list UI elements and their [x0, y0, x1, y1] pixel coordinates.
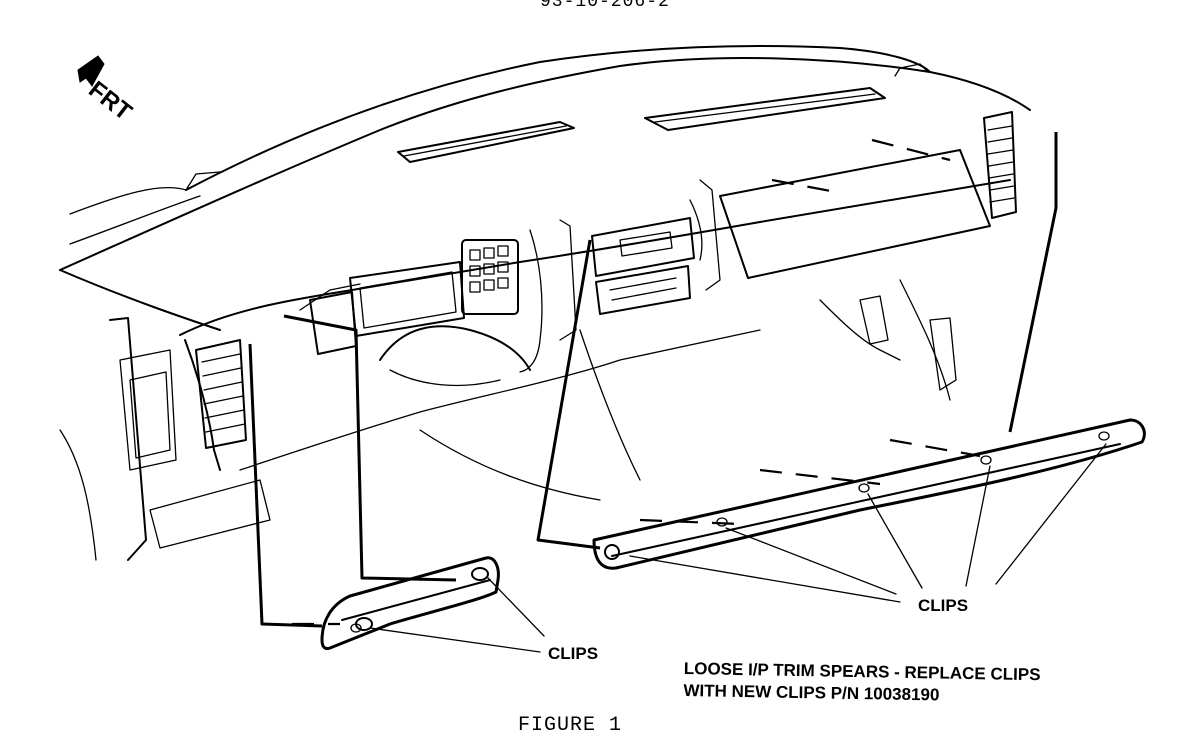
front-arrow-icon — [77, 55, 105, 87]
document-number: 93-10-206-2 — [540, 0, 670, 12]
clips-label-right: CLIPS — [918, 596, 969, 615]
repair-note: LOOSE I/P TRIM SPEARS - REPLACE CLIPS WI… — [683, 658, 1040, 708]
figure-caption: FIGURE 1 — [518, 714, 623, 737]
right-trim-spear — [592, 418, 1146, 570]
left-trim-spear — [320, 556, 500, 650]
right-spear-leaders — [536, 132, 1058, 550]
clips-label-left: CLIPS — [548, 644, 599, 663]
left-clips-leaders — [369, 577, 545, 653]
dashboard-top — [59, 44, 1031, 331]
left-spear-leaders — [248, 314, 457, 628]
right-clips-leaders — [629, 443, 1107, 603]
dashboard-face — [59, 111, 1017, 561]
